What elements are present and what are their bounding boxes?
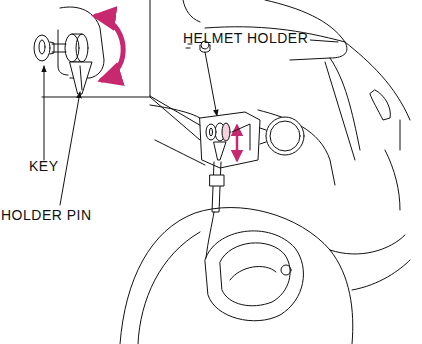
helmet [120,162,410,344]
part-name: KEY [29,158,59,174]
leader-line [310,40,338,42]
helmet-holder [200,112,304,168]
inset-lock [34,7,123,94]
frame-outline [150,0,410,210]
inset-frame [42,0,203,140]
part-name: HOLDER PIN [1,207,92,223]
leader-line [44,52,217,205]
part-name: HELMET HOLDER [183,30,308,46]
